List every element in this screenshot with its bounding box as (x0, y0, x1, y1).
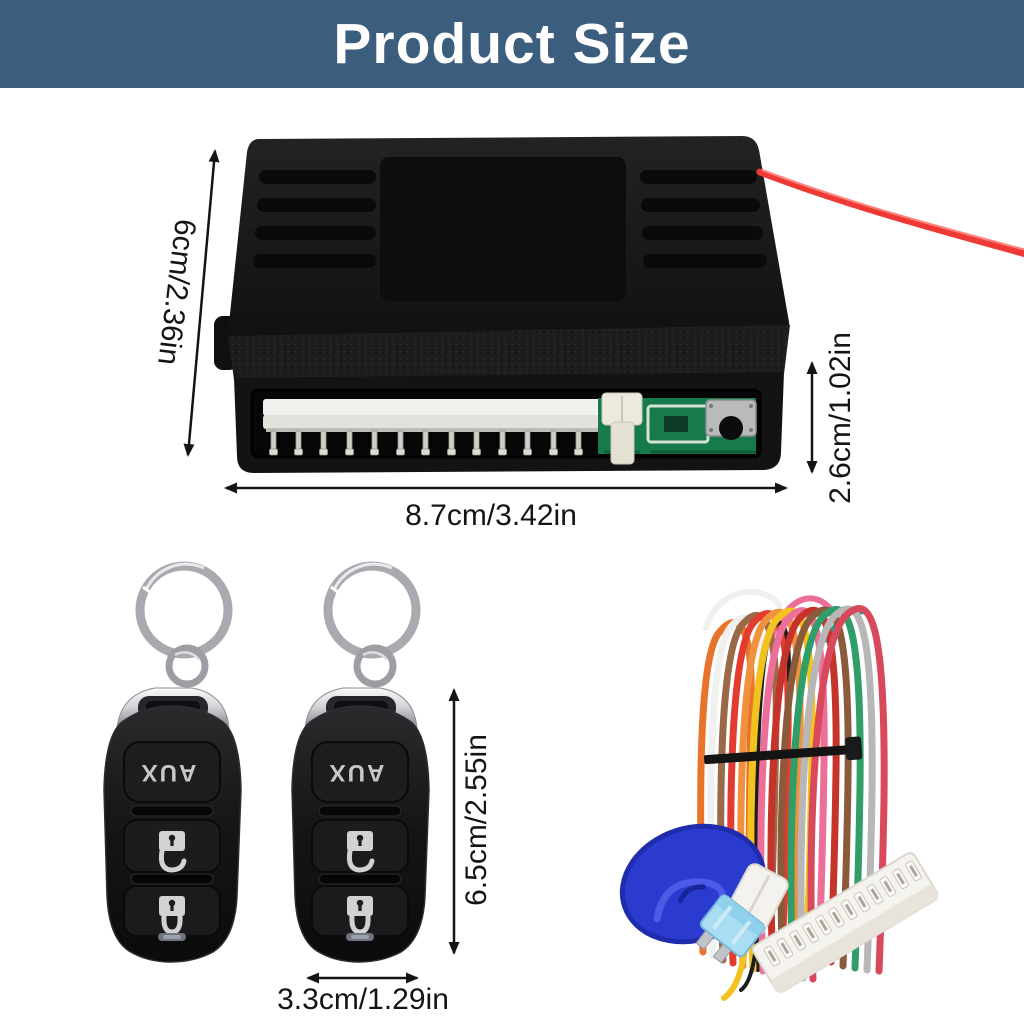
unlock-icon (158, 831, 187, 873)
fuse (695, 894, 766, 964)
aux-button (123, 741, 221, 803)
aux-label-2: AUX (327, 759, 385, 786)
module-ribs-right (640, 170, 767, 268)
module-width-label: 8.7cm/3.42in (405, 499, 577, 532)
aux-label-1: AUX (139, 759, 197, 786)
remote-width-label: 3.3cm/1.29in (277, 983, 449, 1016)
keyring-small (165, 644, 209, 688)
fob-groove (130, 873, 214, 885)
key-fob-1 (103, 561, 242, 963)
cable-tie (703, 736, 863, 765)
module-ribs-left (253, 170, 376, 268)
pcb-chip (664, 416, 688, 432)
module-2pin-plug (601, 392, 643, 465)
keyring-large (135, 561, 233, 659)
fob-groove (130, 805, 214, 817)
title-banner: Product Size (0, 0, 1024, 88)
control-module (214, 136, 1024, 473)
module-recess (380, 157, 626, 301)
module-push-button (705, 399, 757, 440)
harness-connector (751, 852, 939, 993)
module-bevel (228, 325, 790, 380)
module-height-arrow (183, 149, 220, 457)
lock-icon (159, 896, 185, 935)
page-title: Product Size (333, 12, 691, 76)
wire-harness (619, 588, 939, 1001)
antenna-wire (756, 168, 1024, 258)
wire-bundle (697, 588, 888, 1001)
module-connector-strip (263, 399, 601, 432)
remote-height-label: 6.5cm/2.55in (460, 734, 493, 906)
module-depth-label: 2.6cm/1.02in (824, 332, 857, 504)
